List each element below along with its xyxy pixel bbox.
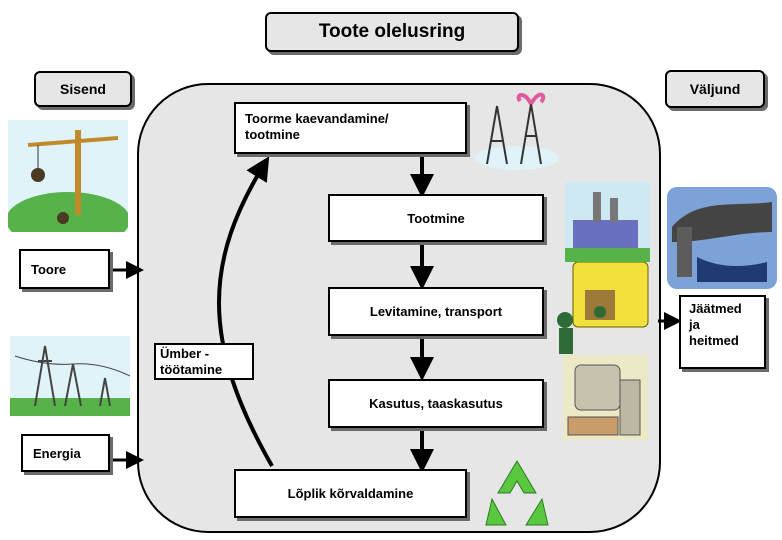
stage-production: Tootmine <box>328 194 544 242</box>
power-lines-icon <box>10 336 130 416</box>
input-heading: Sisend <box>34 71 132 107</box>
stage-distribution: Levitamine, transport <box>328 287 544 336</box>
input-raw-material: Toore <box>19 249 110 289</box>
pollution-icon <box>667 187 777 289</box>
input-energy: Energia <box>21 434 110 472</box>
delivery-truck-icon <box>557 262 649 354</box>
recycle-icon <box>485 460 549 526</box>
factory-icon <box>565 182 650 262</box>
output-waste: Jäätmed ja heitmed <box>679 295 766 369</box>
coffee-machine-icon <box>563 355 648 440</box>
mining-crane-icon <box>8 120 128 232</box>
recycling-label: Ümber - töötamine <box>154 343 254 380</box>
diagram-title: Toote olelusring <box>265 12 519 52</box>
stage-disposal: Lõplik kõrvaldamine <box>234 469 467 518</box>
recycle-arrow <box>217 156 274 467</box>
stage-extraction: Toorme kaevandamine/ tootmine <box>234 102 467 154</box>
oil-derrick-icon <box>475 92 559 170</box>
stage-use: Kasutus, taaskasutus <box>328 379 544 428</box>
output-heading: Väljund <box>665 70 765 108</box>
